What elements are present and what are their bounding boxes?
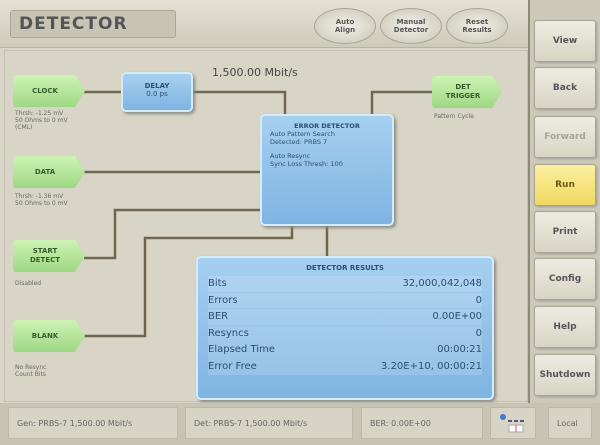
run-button[interactable]: Run bbox=[534, 164, 596, 206]
det-trigger-node[interactable]: DET TRIGGER bbox=[432, 76, 502, 108]
auto-align-button[interactable]: Auto Align bbox=[314, 8, 376, 44]
config-button[interactable]: Config bbox=[534, 258, 596, 300]
clock-settings: Thrsh: -1.25 mV 50 Ohms to 0 mV (CML) bbox=[15, 110, 68, 131]
detector-results-panel: DETECTOR RESULTS Bits 32,000,042,048 Erro… bbox=[196, 256, 494, 400]
clock-node[interactable]: CLOCK bbox=[13, 75, 85, 107]
row-label: Resyncs bbox=[208, 327, 249, 339]
row-label: Errors bbox=[208, 294, 238, 306]
print-button[interactable]: Print bbox=[534, 211, 596, 253]
row-value: 0.00E+00 bbox=[432, 311, 482, 323]
data-node[interactable]: DATA bbox=[13, 156, 85, 188]
results-row: Resyncs 0 bbox=[208, 325, 482, 342]
row-value: 32,000,042,048 bbox=[402, 278, 482, 290]
results-row: Error Free 3.20E+10, 00:00:21 bbox=[208, 358, 482, 375]
row-label: Elapsed Time bbox=[208, 344, 275, 356]
blank-settings: No Resync Count Bits bbox=[15, 364, 47, 378]
view-button[interactable]: View bbox=[534, 20, 596, 62]
start-detect-status: Disabled bbox=[15, 280, 42, 287]
bit-rate-label: 1,500.00 Mbit/s bbox=[212, 66, 298, 79]
detector-line: Auto Pattern Search bbox=[270, 130, 335, 138]
results-title: DETECTOR RESULTS bbox=[306, 264, 384, 272]
results-row: Errors 0 bbox=[208, 292, 482, 309]
forward-button[interactable]: Forward bbox=[534, 116, 596, 158]
results-row: Bits 32,000,042,048 bbox=[208, 276, 482, 293]
shutdown-button[interactable]: Shutdown bbox=[534, 354, 596, 396]
connection-lines bbox=[84, 90, 432, 338]
blank-node[interactable]: BLANK bbox=[13, 320, 85, 352]
generator-status: Gen: PRBS-7 1,500.00 Mbit/s bbox=[8, 407, 178, 439]
start-detect-node[interactable]: START DETECT bbox=[13, 240, 85, 272]
results-row: BER 0.00E+00 bbox=[208, 309, 482, 326]
row-label: BER bbox=[208, 311, 229, 323]
local-mode-indicator: Local bbox=[548, 407, 592, 439]
reset-results-button[interactable]: Reset Results bbox=[446, 8, 508, 44]
diagram-area bbox=[4, 50, 528, 402]
back-button[interactable]: Back bbox=[534, 67, 596, 109]
row-label: Error Free bbox=[208, 360, 257, 372]
detector-line: Detected: PRBS 7 bbox=[270, 138, 328, 146]
manual-detector-button[interactable]: Manual Detector bbox=[380, 8, 442, 44]
delay-label: DELAY bbox=[144, 82, 170, 90]
detector-status: Det: PRBS-7 1,500.00 Mbit/s bbox=[185, 407, 353, 439]
page-title: DETECTOR bbox=[10, 10, 176, 38]
delay-value: 0.0 ps bbox=[146, 90, 168, 98]
help-button[interactable]: Help bbox=[534, 306, 596, 348]
results-row: Elapsed Time 00:00:21 bbox=[208, 342, 482, 359]
row-label: Bits bbox=[208, 278, 227, 290]
error-detector-block[interactable]: ERROR DETECTOR Auto Pattern Search Detec… bbox=[260, 114, 394, 226]
row-value: 00:00:21 bbox=[437, 344, 482, 356]
delay-block[interactable]: DELAY 0.0 ps bbox=[121, 72, 193, 112]
row-value: 3.20E+10, 00:00:21 bbox=[381, 360, 482, 372]
row-value: 0 bbox=[475, 327, 482, 339]
det-trigger-mode: Pattern Cycle bbox=[434, 113, 474, 120]
ber-status: BER: 0.00E+00 bbox=[361, 407, 483, 439]
detector-line: Auto Resync bbox=[270, 152, 311, 160]
row-value: 0 bbox=[475, 294, 482, 306]
data-settings: Thrsh: -1.36 mV 50 Ohms to 0 mV bbox=[15, 193, 68, 207]
detector-line: Sync Loss Thresh: 100 bbox=[270, 160, 343, 168]
error-detector-title: ERROR DETECTOR bbox=[294, 122, 360, 130]
network-icon bbox=[490, 407, 536, 439]
